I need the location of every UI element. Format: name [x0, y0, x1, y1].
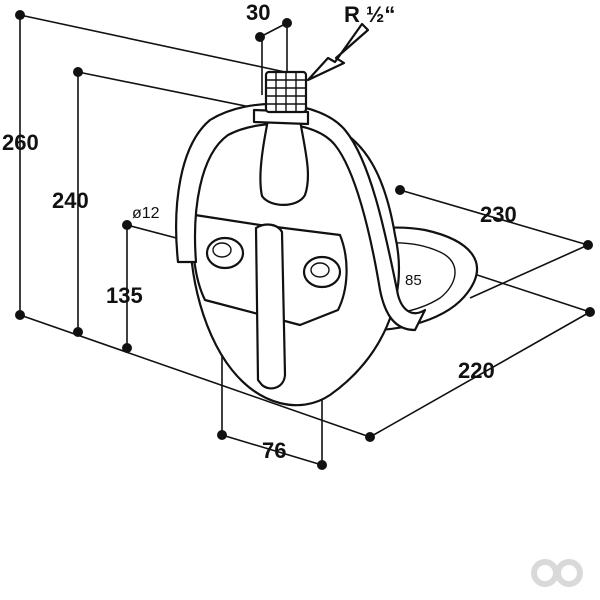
label-30: 30: [246, 0, 270, 25]
dim-dot: [15, 10, 25, 20]
dim-dot: [282, 18, 292, 28]
dim-line-220: [369, 311, 591, 438]
dim-line-30: [259, 22, 288, 38]
dim-dot: [365, 432, 375, 442]
dim-dot: [255, 32, 265, 42]
ext-line-260-top: [19, 14, 286, 73]
label-76: 76: [262, 438, 286, 463]
label-hole: ø12: [132, 205, 160, 222]
mounting-hole-left-inner: [212, 242, 232, 258]
dim-dot: [583, 240, 593, 250]
dim-line-76: [221, 434, 323, 466]
dim-dot: [122, 220, 132, 230]
label-240: 240: [52, 188, 89, 213]
label-220: 220: [458, 358, 495, 383]
tongue-plate: [254, 223, 287, 390]
infinity-logo-icon: [531, 559, 583, 587]
dim-dot: [73, 327, 83, 337]
dim-dot: [585, 307, 595, 317]
dim-dot: [317, 460, 327, 470]
thread-arrow: [306, 22, 370, 82]
label-230: 230: [480, 202, 517, 227]
label-135: 135: [106, 283, 143, 308]
mounting-hole-left: [205, 236, 245, 270]
label-thread: R ½“: [344, 2, 395, 27]
valve-arm: [175, 102, 427, 332]
dim-dot: [217, 430, 227, 440]
label-85: 85: [405, 272, 422, 289]
ext-line-220: [461, 269, 591, 313]
ext-line-240-top: [77, 71, 256, 109]
mounting-hole-right: [302, 255, 342, 289]
label-260: 260: [2, 130, 39, 155]
dim-dot: [15, 310, 25, 320]
dim-line-230: [399, 189, 589, 246]
mounting-hole-right-inner: [310, 262, 330, 278]
dim-dot: [395, 185, 405, 195]
valve-neck: [259, 118, 310, 206]
ext-line-230: [469, 244, 589, 299]
dim-dot: [73, 67, 83, 77]
dim-dot: [122, 343, 132, 353]
